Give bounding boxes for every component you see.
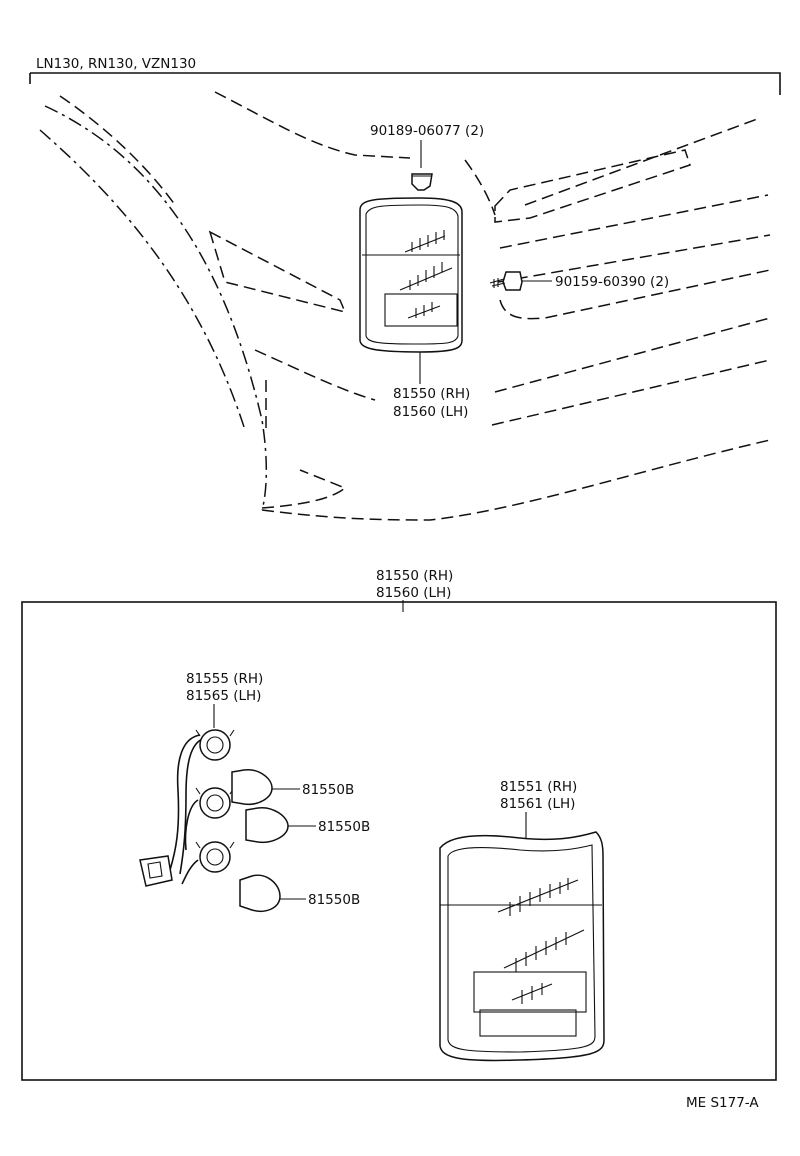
lens-lh: 81561 (LH): [500, 796, 575, 812]
assembly-lh: 81560 (LH): [376, 585, 451, 601]
screw-part-number: 90159-60390 (2): [555, 274, 669, 290]
upper-lamp-rh: 81550 (RH): [393, 386, 470, 402]
assembly-frame: [21, 601, 777, 1081]
bulb-2: [245, 807, 316, 844]
bulb-1-part: 81550B: [302, 782, 354, 798]
lens-part: [439, 831, 605, 1062]
bulb-2-part: 81550B: [318, 819, 370, 835]
vehicle-body-phantom: [39, 91, 771, 521]
assembly-rh: 81550 (RH): [376, 568, 453, 584]
lens-rh: 81551 (RH): [500, 779, 577, 795]
clip-part-number: 90189-06077 (2): [370, 123, 484, 139]
diagram-code: ME S177-A: [686, 1095, 759, 1111]
upper-vehicle-view: LN130, RN130, VZN130: [29, 56, 781, 521]
bulb-3-part: 81550B: [308, 892, 360, 908]
socket-lh: 81565 (LH): [186, 688, 261, 704]
screw-part: [489, 271, 552, 291]
upper-tail-lamp: [359, 197, 463, 384]
lower-assembly-view: 81550 (RH) 81560 (LH) 81555 (RH) 81565 (…: [21, 568, 777, 1081]
socket-harness: [139, 729, 235, 887]
clip-part: [411, 140, 433, 191]
socket-rh: 81555 (RH): [186, 671, 263, 687]
upper-lamp-lh: 81560 (LH): [393, 404, 468, 420]
upper-frame-line: [30, 72, 781, 95]
model-label: LN130, RN130, VZN130: [36, 56, 196, 72]
bulb-3: [239, 874, 306, 912]
bulb-1: [231, 769, 300, 806]
